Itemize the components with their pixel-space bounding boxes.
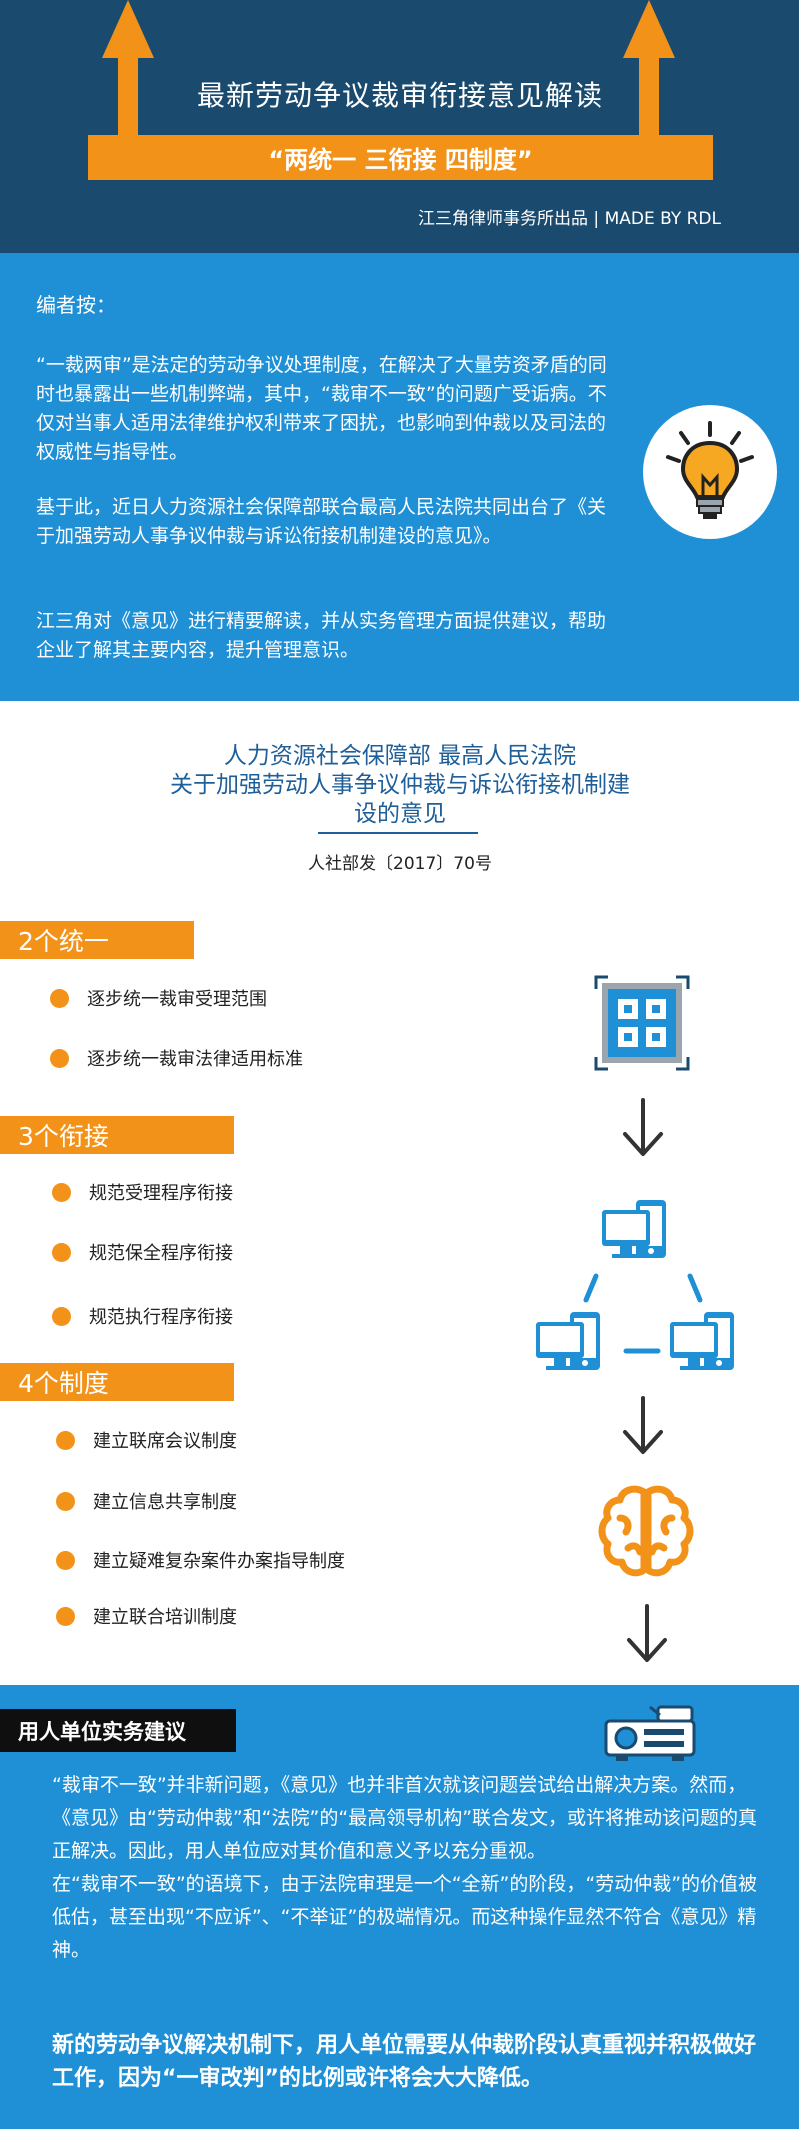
- headline-bar: “两统一 三衔接 四制度”: [88, 135, 713, 180]
- section-tag-connect: 3个衔接: [0, 1116, 234, 1154]
- projector-icon: [604, 1705, 696, 1761]
- advice-section: 用人单位实务建议 “裁审不一致”并非新问题，《意见》也并非首次就该问题尝试给出解…: [0, 1685, 799, 2129]
- bullet-icon: [52, 1242, 71, 1262]
- list-item-text: 规范执行程序衔接: [89, 1307, 233, 1328]
- bullet-icon: [56, 1606, 75, 1626]
- list-item: 规范执行程序衔接: [52, 1303, 233, 1329]
- header-banner: 最新劳动争议裁审衔接意见解读 “两统一 三衔接 四制度” 江三角律师事务所出品 …: [0, 0, 799, 253]
- advice-paragraph-1: “裁审不一致”并非新问题，《意见》也并非首次就该问题尝试给出解决方案。然而，《意…: [52, 1774, 758, 1862]
- advice-tag: 用人单位实务建议: [0, 1709, 236, 1752]
- document-title-line: 人力资源社会保障部 最高人民法院: [223, 743, 577, 769]
- credit-text: 江三角律师事务所出品 | MADE BY RDL: [418, 209, 721, 229]
- arrow-down-icon: [627, 1604, 667, 1662]
- list-item: 建立疑难复杂案件办案指导制度: [56, 1547, 345, 1573]
- up-arrows-icon: [102, 0, 675, 135]
- list-item: 规范保全程序衔接: [52, 1239, 233, 1265]
- bullet-icon: [52, 1182, 71, 1202]
- list-item-text: 规范受理程序衔接: [89, 1183, 233, 1204]
- bullet-icon: [50, 988, 69, 1008]
- page-title: 最新劳动争议裁审衔接意见解读: [196, 79, 603, 112]
- advice-conclusion: 新的劳动争议解决机制下，用人单位需要从仲裁阶段认真重视并积极做好工作，因为“一审…: [52, 2033, 757, 2091]
- document-title-line: 关于加强劳动人事争议仲裁与诉讼衔接机制建: [170, 772, 630, 798]
- advice-paragraph-2: 在“裁审不一致”的语境下，由于法院审理是一个“全新”的阶段，“劳动仲裁”的价值被…: [52, 1873, 758, 1961]
- list-item-text: 建立联席会议制度: [93, 1431, 237, 1452]
- document-title-line: 设的意见: [354, 801, 446, 827]
- list-item-text: 建立联合培训制度: [93, 1607, 237, 1628]
- document-number: 人社部发〔2017〕70号: [308, 854, 492, 874]
- list-item-text: 建立信息共享制度: [93, 1492, 237, 1513]
- arrow-down-icon: [623, 1396, 663, 1454]
- arrow-down-icon: [623, 1098, 663, 1156]
- bullet-icon: [50, 1048, 69, 1068]
- list-item-text: 规范保全程序衔接: [89, 1243, 233, 1264]
- list-item: 逐步统一裁审受理范围: [50, 985, 267, 1011]
- section-tag-system: 4个制度: [0, 1363, 234, 1401]
- list-item: 逐步统一裁审法律适用标准: [50, 1045, 303, 1071]
- brain-icon: [598, 1485, 694, 1577]
- bullet-icon: [52, 1306, 71, 1326]
- bullet-icon: [56, 1550, 75, 1570]
- list-item: 规范受理程序衔接: [52, 1179, 233, 1205]
- bullet-icon: [56, 1491, 75, 1511]
- note-paragraph-1: “一裁两审”是法定的劳动争议处理制度，在解决了大量劳资矛盾的同时也暴露出一些机制…: [36, 354, 607, 463]
- list-item-text: 逐步统一裁审法律适用标准: [87, 1049, 303, 1070]
- list-item: 建立信息共享制度: [56, 1488, 237, 1514]
- document-title: 人力资源社会保障部 最高人民法院 关于加强劳动人事争议仲裁与诉讼衔接机制建 设的…: [120, 742, 680, 829]
- lightbulb-icon: [643, 405, 777, 539]
- qr-frame-icon: [594, 975, 690, 1071]
- list-item: 建立联合培训制度: [56, 1603, 237, 1629]
- bullet-icon: [56, 1430, 75, 1450]
- editor-note: 编者按： “一裁两审”是法定的劳动争议处理制度，在解决了大量劳资矛盾的同时也暴露…: [0, 253, 799, 701]
- headline-text: “两统一 三衔接 四制度”: [268, 146, 533, 174]
- note-label: 编者按：: [36, 293, 116, 317]
- section-tag-unify: 2个统一: [0, 921, 194, 959]
- list-item-text: 逐步统一裁审受理范围: [87, 989, 267, 1010]
- note-paragraph-3: 江三角对《意见》进行精要解读，并从实务管理方面提供建议，帮助企业了解其主要内容，…: [36, 610, 607, 661]
- list-item-text: 建立疑难复杂案件办案指导制度: [93, 1551, 345, 1572]
- network-computers-icon: [536, 1200, 734, 1370]
- note-paragraph-2: 基于此，近日人力资源社会保障部联合最高人民法院共同出台了《关于加强劳动人事争议仲…: [36, 496, 607, 547]
- title-divider: [318, 832, 478, 834]
- list-item: 建立联席会议制度: [56, 1427, 237, 1453]
